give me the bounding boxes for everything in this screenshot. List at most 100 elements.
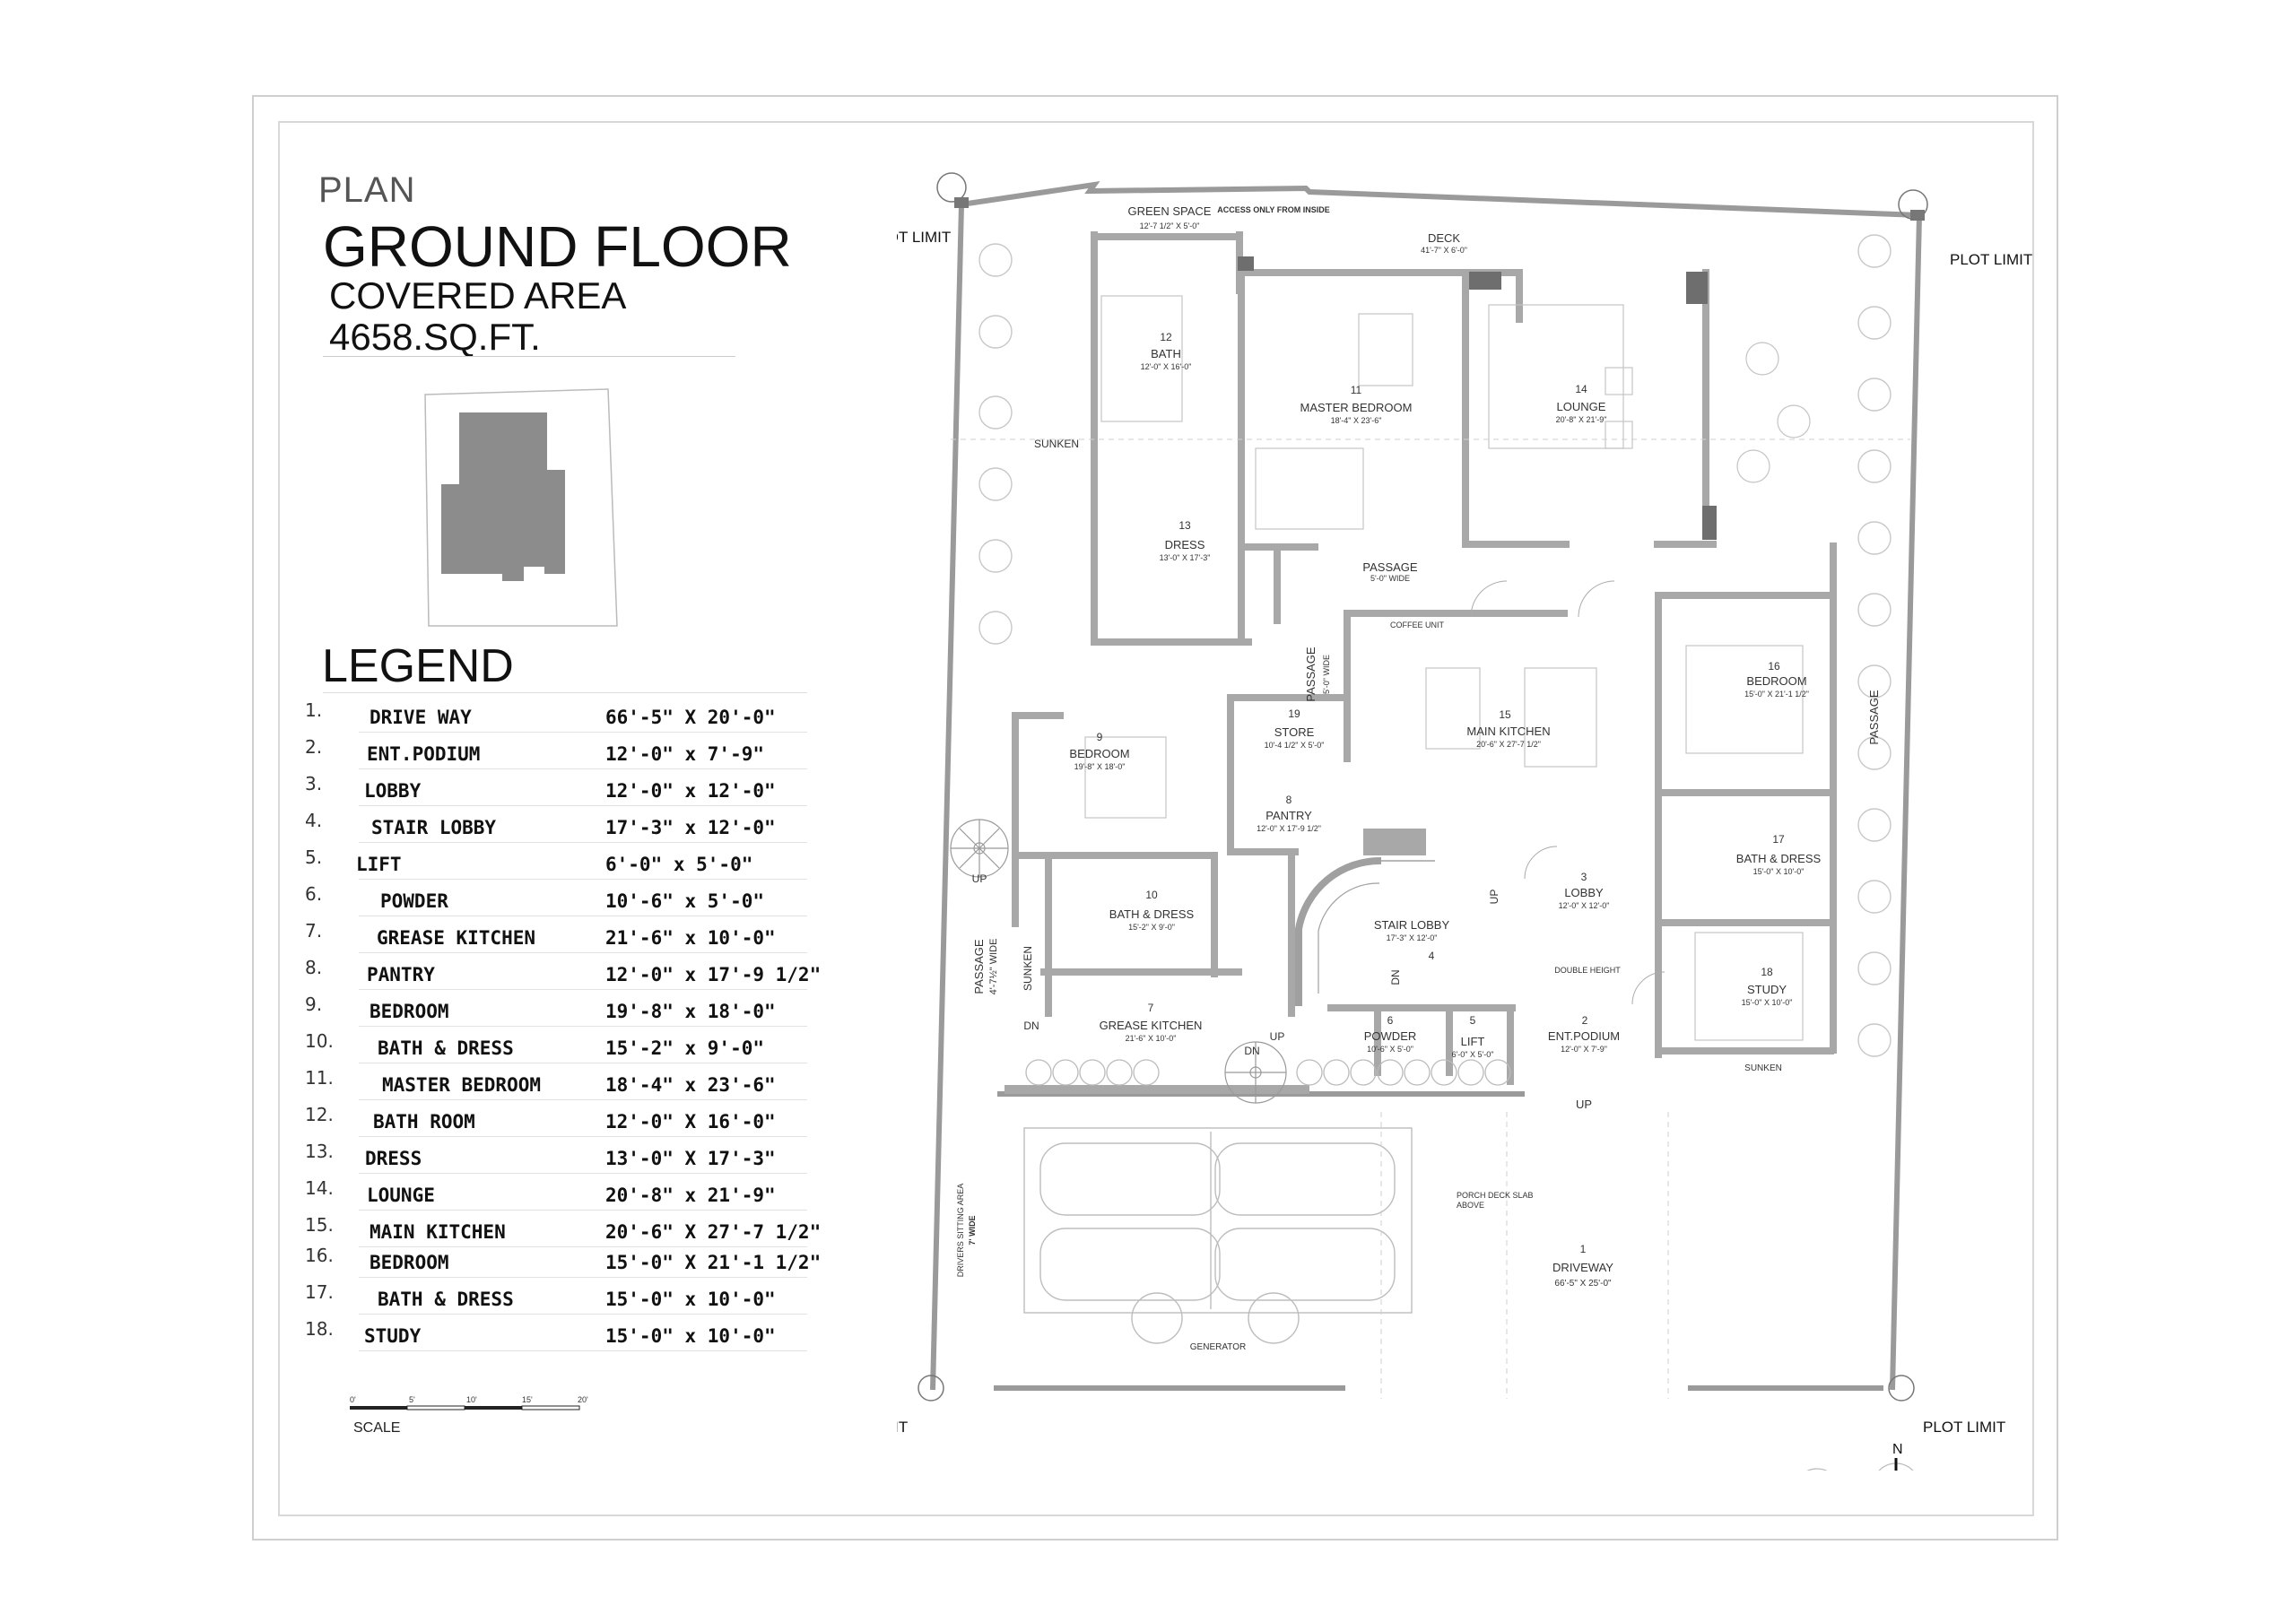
svg-text:ABOVE: ABOVE	[1457, 1201, 1484, 1210]
plot-limit-labels: PLOT LIMIT PLOT LIMIT PLOT LIMIT PLOT LI…	[897, 229, 2032, 1436]
svg-text:20'-8" X 21'-9": 20'-8" X 21'-9"	[1556, 415, 1607, 424]
legend-underline	[323, 692, 807, 693]
svg-text:UP: UP	[972, 872, 987, 885]
svg-text:6: 6	[1387, 1014, 1394, 1027]
legend-number: 6.	[305, 883, 323, 905]
svg-text:PASSAGE: PASSAGE	[1362, 560, 1418, 574]
svg-text:GREASE KITCHEN: GREASE KITCHEN	[1100, 1019, 1203, 1032]
legend-room-size: 21'-6" x 10'-0"	[605, 927, 776, 949]
svg-text:9: 9	[1097, 731, 1103, 743]
legend-room-size: 12'-0" x 12'-0"	[605, 780, 776, 802]
svg-text:17: 17	[1772, 833, 1785, 846]
legend-room-size: 15'-0" x 10'-0"	[605, 1289, 776, 1310]
svg-text:SUNKEN: SUNKEN	[1022, 946, 1034, 991]
walls	[1004, 231, 1837, 1094]
scale-label: SCALE	[353, 1420, 400, 1436]
scale-tick-label: 10'	[466, 1395, 477, 1404]
svg-text:11: 11	[1351, 384, 1362, 396]
svg-text:DRESS: DRESS	[1165, 538, 1205, 551]
sheet-outer-border	[252, 95, 2058, 1541]
svg-text:BEDROOM: BEDROOM	[1746, 674, 1806, 688]
grid-markers	[918, 172, 1928, 1402]
svg-text:LOBBY: LOBBY	[1564, 886, 1604, 899]
legend-number: 2.	[305, 736, 323, 758]
legend-number: 16.	[305, 1245, 334, 1266]
svg-text:DRIVERS SITTING AREA: DRIVERS SITTING AREA	[956, 1184, 965, 1278]
legend-room-name: STAIR LOBBY	[371, 817, 497, 838]
svg-text:PASSAGE: PASSAGE	[972, 939, 986, 994]
svg-text:6'-0" X 5'-0": 6'-0" X 5'-0"	[1452, 1050, 1494, 1059]
scale-tick-label: 15'	[522, 1395, 533, 1404]
svg-text:POWDER: POWDER	[1364, 1029, 1417, 1043]
svg-text:12'-0" X 16'-0": 12'-0" X 16'-0"	[1141, 362, 1192, 371]
svg-text:21'-6" X 10'-0": 21'-6" X 10'-0"	[1126, 1034, 1177, 1043]
legend-number: 10.	[305, 1030, 334, 1052]
svg-text:14: 14	[1575, 383, 1587, 395]
svg-text:COFFEE UNIT: COFFEE UNIT	[1390, 621, 1445, 629]
drawing-title: GROUND FLOOR	[323, 214, 792, 279]
plot-limit-bottom-right: PLOT LIMIT	[1923, 1419, 2005, 1436]
svg-text:PASSAGE: PASSAGE	[1867, 690, 1881, 745]
legend-room-name: LOUNGE	[367, 1185, 435, 1206]
legend-room-name: BEDROOM	[370, 1252, 449, 1273]
key-plan-thumbnail	[424, 388, 618, 627]
svg-text:10'-6" X 5'-0": 10'-6" X 5'-0"	[1367, 1045, 1413, 1054]
legend-number: 17.	[305, 1281, 334, 1303]
svg-text:18'-4" X 23'-6": 18'-4" X 23'-6"	[1331, 416, 1382, 425]
plot-limit-top-right: PLOT LIMIT	[1950, 251, 2032, 268]
legend-room-size: 12'-0" x 7'-9"	[605, 743, 765, 765]
svg-text:ENT.PODIUM: ENT.PODIUM	[1548, 1029, 1620, 1043]
svg-text:PASSAGE: PASSAGE	[1304, 647, 1318, 702]
drawing-type-label: PLAN	[318, 170, 416, 210]
misc-labels: GREEN SPACE 12'-7 1/2" X 5'-0" ACCESS ON…	[972, 204, 1782, 1352]
scale-bar: 0' 5' 10' 15' 20' SCALE	[350, 1395, 588, 1436]
plot-limit-top-left: PLOT LIMIT	[897, 229, 951, 246]
legend-room-size: 18'-4" x 23'-6"	[605, 1074, 776, 1096]
svg-text:4: 4	[1429, 950, 1435, 962]
legend-room-size: 15'-0" X 21'-1 1/2"	[605, 1252, 822, 1273]
furniture	[1084, 295, 1811, 1041]
svg-text:ACCESS ONLY FROM INSIDE: ACCESS ONLY FROM INSIDE	[1217, 205, 1330, 214]
legend-room-size: 17'-3" x 12'-0"	[605, 817, 776, 838]
svg-text:STORE: STORE	[1274, 725, 1315, 739]
svg-text:13'-0" X 17'-3": 13'-0" X 17'-3"	[1160, 553, 1211, 562]
svg-text:66'-5" X 25'-0": 66'-5" X 25'-0"	[1554, 1279, 1612, 1289]
svg-text:BATH & DRESS: BATH & DRESS	[1109, 907, 1195, 921]
svg-text:3: 3	[1581, 871, 1587, 883]
legend-number: 11.	[305, 1067, 334, 1089]
svg-text:12'-0" X 7'-9": 12'-0" X 7'-9"	[1561, 1045, 1607, 1054]
legend-room-size: 66'-5" X 20'-0"	[605, 707, 776, 728]
legend-room-name: ENT.PODIUM	[367, 743, 481, 765]
legend-number: 3.	[305, 773, 323, 794]
legend-room-name: BATH ROOM	[373, 1111, 475, 1133]
svg-text:LOUNGE: LOUNGE	[1557, 400, 1606, 413]
scale-tick-label: 20'	[578, 1395, 588, 1404]
legend-room-size: 6'-0" x 5'-0"	[605, 854, 753, 875]
legend-room-name: POWDER	[380, 890, 448, 912]
covered-area-value: 4658.SQ.FT.	[329, 316, 541, 358]
svg-text:MAIN KITCHEN: MAIN KITCHEN	[1466, 725, 1550, 738]
svg-text:STAIR LOBBY: STAIR LOBBY	[1374, 918, 1450, 932]
svg-text:DN: DN	[1389, 969, 1402, 985]
svg-text:15'-0" X 10'-0": 15'-0" X 10'-0"	[1742, 998, 1793, 1007]
legend-room-name: BEDROOM	[370, 1001, 449, 1022]
svg-text:DOUBLE HEIGHT: DOUBLE HEIGHT	[1554, 966, 1621, 975]
legend-row: 2. ENT.PODIUM 12'-0" x 7'-9"	[305, 736, 825, 772]
svg-text:10'-4 1/2" X 5'-0": 10'-4 1/2" X 5'-0"	[1265, 741, 1325, 750]
orientation-arrow: Q	[1806, 1468, 1828, 1471]
legend-room-name: BATH & DRESS	[378, 1037, 514, 1059]
